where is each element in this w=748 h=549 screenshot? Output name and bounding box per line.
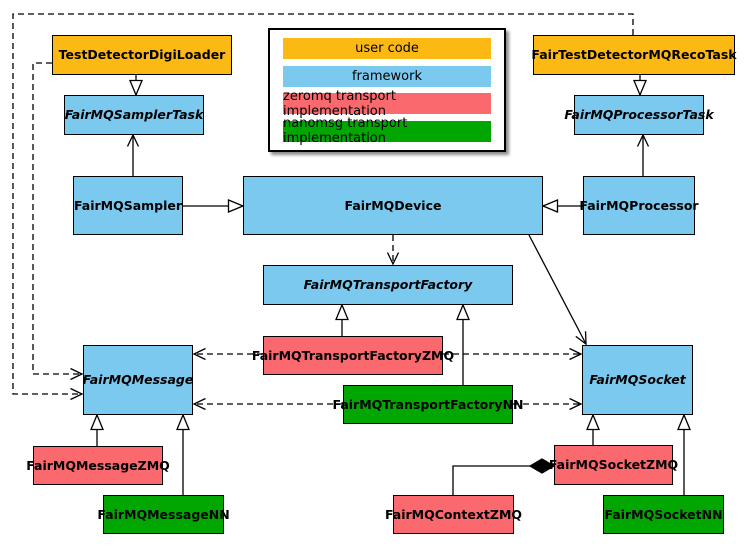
class-label: TestDetectorDigiLoader bbox=[58, 47, 226, 63]
class-label: FairMQTransportFactoryZMQ bbox=[251, 347, 455, 363]
class-label: FairMQDevice bbox=[344, 197, 442, 213]
class-box-fairtestdetectormqrecotask[interactable]: FairTestDetectorMQRecoTask bbox=[531, 35, 737, 75]
class-label: FairMQTransportFactory bbox=[303, 277, 473, 293]
class-box-fairmqsampler[interactable]: FairMQSampler bbox=[73, 176, 183, 235]
edge-association-device-socket bbox=[528, 234, 587, 346]
edge-dependency-recotask-message bbox=[12, 13, 634, 401]
legend-item-framework: framework bbox=[283, 65, 491, 87]
class-box-fairmqprocessortask[interactable]: FairMQProcessorTask bbox=[564, 95, 714, 135]
edge-dependency-digiloader-message bbox=[32, 62, 84, 381]
class-box-testdetectordigiloader[interactable]: TestDetectorDigiLoader bbox=[52, 35, 232, 75]
class-box-fairmqsamplertask[interactable]: FairMQSamplerTask bbox=[64, 95, 204, 135]
class-box-fairmqtransportfactorynn[interactable]: FairMQTransportFactoryNN bbox=[333, 385, 524, 424]
class-box-fairmqtransportfactoryzmq[interactable]: FairMQTransportFactoryZMQ bbox=[252, 336, 454, 375]
legend-item-nanomsg: nanomsg transport implementation bbox=[283, 116, 491, 146]
class-label: FairMQProcessorTask bbox=[564, 107, 714, 123]
class-box-fairmqsocket[interactable]: FairMQSocket bbox=[582, 345, 693, 415]
class-label: FairTestDetectorMQRecoTask bbox=[531, 47, 737, 63]
class-box-fairmqsocketzmq[interactable]: FairMQSocketZMQ bbox=[549, 445, 678, 485]
class-box-fairmqprocessor[interactable]: FairMQProcessor bbox=[579, 176, 699, 235]
class-box-fairmqmessagenn[interactable]: FairMQMessageNN bbox=[97, 495, 230, 534]
class-label: FairMQMessage bbox=[82, 372, 194, 388]
class-label: FairMQSampler bbox=[73, 197, 183, 213]
class-label: FairMQMessageZMQ bbox=[26, 457, 170, 473]
class-box-fairmqtransportfactory[interactable]: FairMQTransportFactory bbox=[263, 265, 513, 305]
class-label: FairMQMessageNN bbox=[97, 506, 230, 522]
class-box-fairmqmessage[interactable]: FairMQMessage bbox=[83, 345, 193, 415]
class-label: FairMQContextZMQ bbox=[384, 506, 523, 522]
class-label: FairMQProcessor bbox=[579, 197, 699, 213]
class-label: FairMQTransportFactoryNN bbox=[332, 396, 524, 412]
class-label: FairMQSamplerTask bbox=[64, 107, 204, 123]
class-label: FairMQSocketNN bbox=[604, 506, 723, 522]
class-label: FairMQSocketZMQ bbox=[548, 457, 679, 473]
class-box-fairmqdevice[interactable]: FairMQDevice bbox=[243, 176, 543, 235]
class-box-fairmqcontextzmq[interactable]: FairMQContextZMQ bbox=[385, 495, 522, 534]
legend-item-zeromq: zeromq transport implementation bbox=[283, 89, 491, 119]
class-box-fairmqmessagezmq[interactable]: FairMQMessageZMQ bbox=[26, 446, 170, 485]
class-label: FairMQSocket bbox=[589, 372, 686, 388]
legend-item-user-code: user code bbox=[283, 38, 491, 60]
edge-composition-contextzmq-socketzmq bbox=[452, 465, 530, 495]
legend: user code framework zeromq transport imp… bbox=[268, 28, 506, 152]
class-box-fairmqsocketnn[interactable]: FairMQSocketNN bbox=[603, 495, 724, 534]
